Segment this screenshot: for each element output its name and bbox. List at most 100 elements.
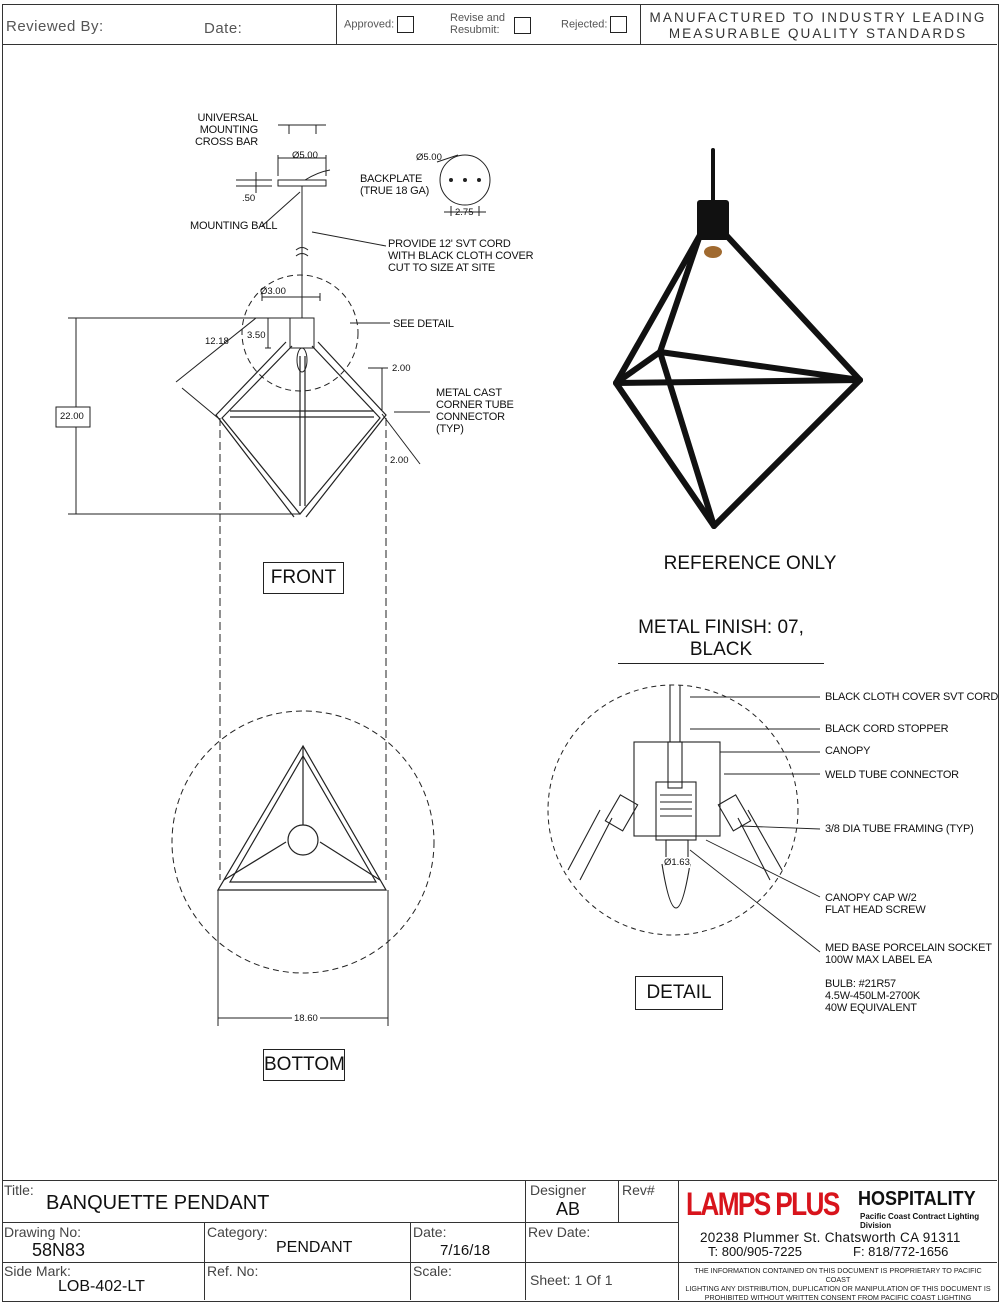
- scale-label: Scale:: [413, 1263, 452, 1279]
- dim-200a: 2.00: [392, 363, 411, 374]
- ref-no-label: Ref. No:: [207, 1263, 259, 1279]
- address: 20238 Plummer St. Chatsworth CA 91311: [700, 1230, 961, 1245]
- category-value: PENDANT: [276, 1239, 353, 1256]
- cast-label-1: METAL CAST: [436, 387, 502, 399]
- callout-socket-2: 100W MAX LABEL EA: [825, 954, 932, 966]
- callout-canopy-cap: CANOPY CAP W/2 FLAT HEAD SCREW: [825, 892, 926, 916]
- dim-d163: Ø1.63: [664, 857, 690, 868]
- side-mark-label: Side Mark:: [4, 1263, 71, 1279]
- callout-bulb: BULB: #21R57 4.5W-450LM-2700K 40W EQUIVA…: [825, 978, 920, 1014]
- dim-1218: 12.18: [205, 336, 229, 347]
- plate-dim-275: 2.75: [455, 207, 474, 218]
- metal-finish-label: METAL FINISH: 07, BLACK: [618, 617, 824, 664]
- drawing-canvas: [55, 124, 863, 1026]
- cord-label-2: WITH BLACK CLOTH COVER: [388, 250, 534, 262]
- detail-label: DETAIL: [635, 976, 723, 1010]
- rev-label: Rev#: [622, 1182, 655, 1198]
- dim-d500: Ø5.00: [292, 150, 318, 161]
- frame-bottom: [216, 744, 388, 891]
- date-label: Date:: [204, 20, 243, 37]
- dim-050: .50: [242, 193, 256, 204]
- reviewed-by-label: Reviewed By:: [6, 18, 104, 35]
- see-detail-label: SEE DETAIL: [393, 318, 454, 330]
- detail-circle-large: [547, 684, 799, 936]
- telephone: T: 800/905-7225: [708, 1244, 802, 1259]
- callout-socket-1: MED BASE PORCELAIN SOCKET: [825, 942, 992, 954]
- front-label: FRONT: [263, 562, 344, 594]
- revise-field: Revise and Resubmit:: [450, 12, 505, 36]
- cast-label: METAL CAST CORNER TUBE CONNECTOR (TYP): [436, 387, 514, 435]
- tagline-line-1: MANUFACTURED TO INDUSTRY LEADING: [649, 10, 987, 25]
- approved-label: Approved:: [344, 18, 395, 31]
- category-label: Category:: [207, 1224, 268, 1240]
- drawing-no-label: Drawing No:: [4, 1224, 82, 1240]
- logo-left-text: LAMPS PLUS: [686, 1186, 840, 1222]
- header-bar: [2, 4, 997, 45]
- side-mark-value: LOB-402-LT: [58, 1278, 145, 1295]
- dim-1860: 18.60: [292, 1013, 320, 1024]
- mount-label-2: CROSS BAR: [195, 136, 258, 148]
- dim-200b: 2.00: [390, 455, 409, 466]
- revise-label-1: Revise and: [450, 12, 506, 24]
- title-value: BANQUETTE PENDANT: [46, 1192, 270, 1214]
- callout-bulb-3: 40W EQUIVALENT: [825, 1002, 917, 1014]
- dim-350: 3.50: [247, 330, 266, 341]
- revise-checkbox[interactable]: [514, 17, 531, 34]
- bottom-label: BOTTOM: [263, 1049, 345, 1081]
- tagline-line-2: MEASURABLE QUALITY STANDARDS: [668, 26, 968, 41]
- approved-checkbox[interactable]: [397, 16, 415, 33]
- title-label: Title:: [4, 1182, 34, 1198]
- reference-canopy: [697, 200, 729, 240]
- reference-label: REFERENCE ONLY: [663, 553, 837, 574]
- callout-bulb-1: BULB: #21R57: [825, 978, 896, 990]
- rejected-checkbox[interactable]: [610, 16, 628, 33]
- date-tb-label: Date:: [413, 1224, 447, 1240]
- tagline: MANUFACTURED TO INDUSTRY LEADING MEASURA…: [642, 10, 994, 42]
- page-border: [2, 4, 999, 1302]
- mounting-ball-label: MOUNTING BALL: [190, 220, 278, 232]
- date-tb-value: 7/16/18: [440, 1242, 491, 1259]
- reference-image: [613, 148, 863, 529]
- frame-front: [215, 341, 387, 518]
- callout-bulb-2: 4.5W-450LM-2700K: [825, 990, 921, 1002]
- mount-label-1: UNIVERSAL MOUNTING: [197, 112, 258, 136]
- cord-label-3: CUT TO SIZE AT SITE: [388, 262, 496, 274]
- callout-tube: 3/8 DIA TUBE FRAMING (TYP): [825, 823, 974, 835]
- callout-canopy-cap-2: FLAT HEAD SCREW: [825, 904, 926, 916]
- logo-right-text: HOSPITALITY: [858, 1188, 976, 1210]
- dim-d300: Ø3.00: [260, 286, 286, 297]
- backplate-shape: [277, 179, 327, 187]
- callout-canopy: CANOPY: [825, 745, 871, 757]
- rev-date-label: Rev Date:: [528, 1224, 591, 1240]
- cast-label-3: CONNECTOR: [436, 411, 505, 423]
- plate-dim-d500: Ø5.00: [416, 152, 442, 163]
- cast-label-2: CORNER TUBE: [436, 399, 514, 411]
- disclaimer: THE INFORMATION CONTAINED ON THIS DOCUME…: [682, 1266, 994, 1302]
- callout-weld: WELD TUBE CONNECTOR: [825, 769, 959, 781]
- callout-cord: BLACK CLOTH COVER SVT CORD: [825, 691, 999, 703]
- cord-label: PROVIDE 12' SVT CORD WITH BLACK CLOTH CO…: [388, 238, 534, 274]
- dim-2200: 22.00: [60, 411, 84, 422]
- approved-field: Approved:: [344, 16, 415, 33]
- backplate-label-1: BACKPLATE: [360, 173, 423, 185]
- cord-label-1: PROVIDE 12' SVT CORD: [388, 238, 511, 250]
- detail-assembly: [567, 685, 783, 909]
- plate-circle: [439, 154, 491, 206]
- fax: F: 818/772-1656: [853, 1244, 949, 1259]
- detail-leaders: [689, 696, 821, 953]
- logo-subtitle: Pacific Coast Contract Lighting Division: [860, 1212, 980, 1230]
- rejected-field: Rejected:: [561, 16, 628, 33]
- title-block: [2, 1180, 997, 1301]
- bottom-circle: [171, 710, 435, 974]
- designer-label: Designer: [530, 1182, 587, 1198]
- mount-label: UNIVERSAL MOUNTING CROSS BAR: [160, 112, 258, 148]
- callout-canopy-cap-1: CANOPY CAP W/2: [825, 892, 917, 904]
- backplate-label: BACKPLATE (TRUE 18 GA): [360, 173, 429, 197]
- disclaimer-3: PROHIBITED WITHOUT WRITTEN CONSENT FROM …: [704, 1293, 972, 1302]
- cast-label-4: (TYP): [436, 423, 464, 435]
- disclaimer-1: THE INFORMATION CONTAINED ON THIS DOCUME…: [694, 1266, 982, 1284]
- callout-stopper: BLACK CORD STOPPER: [825, 723, 949, 735]
- disclaimer-2: LIGHTING ANY DISTRIBUTION, DUPLICATION O…: [685, 1284, 991, 1293]
- sheet-label: Sheet: 1 Of 1: [530, 1272, 613, 1288]
- canopy-shape: [289, 317, 315, 349]
